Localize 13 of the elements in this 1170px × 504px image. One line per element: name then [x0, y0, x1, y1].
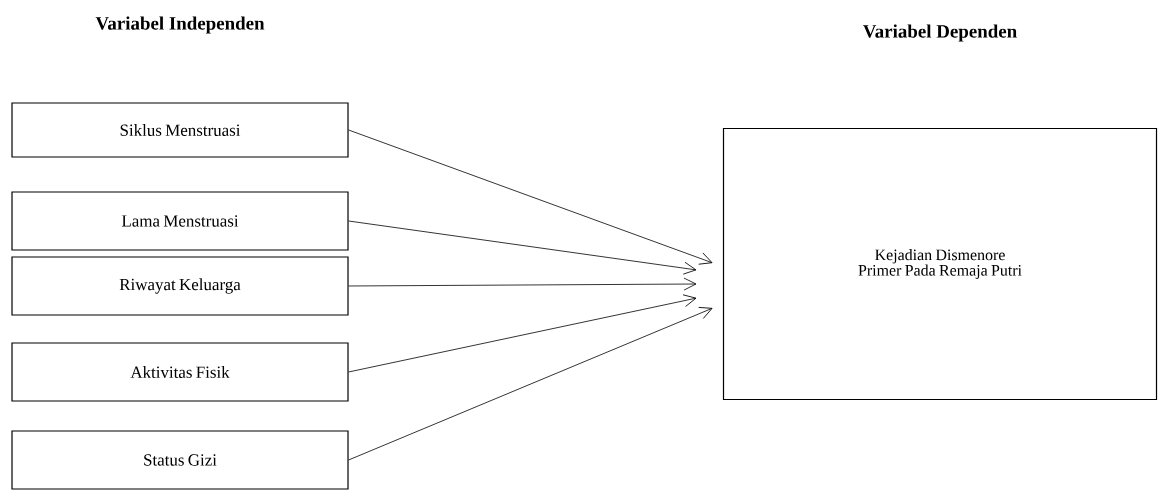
- variable-box: Status Gizi: [11, 430, 349, 490]
- column-heading: Variabel Independen: [95, 16, 265, 34]
- variable-box: Siklus Menstruasi: [11, 102, 349, 158]
- arrow: [348, 307, 713, 461]
- arrow: [348, 294, 697, 373]
- arrow: [348, 277, 697, 291]
- column-heading: Variabel Dependen: [863, 24, 1017, 42]
- outcome-box: Kejadian Dismenore Primer Pada Remaja Putri: [722, 127, 1158, 401]
- arrow: [348, 220, 697, 275]
- variable-box: Riwayat Keluarga: [11, 256, 349, 316]
- arrow: [348, 129, 713, 265]
- variable-box: Lama Menstruasi: [11, 191, 349, 251]
- variable-box: Aktivitas Fisik: [11, 342, 349, 402]
